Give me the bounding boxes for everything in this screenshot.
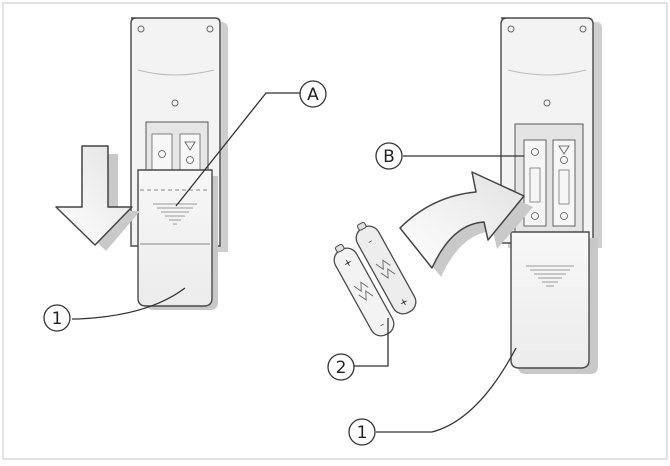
label-B: B bbox=[383, 147, 395, 167]
insert-arrow bbox=[399, 171, 533, 277]
battery-slot bbox=[523, 139, 547, 227]
screw-hole bbox=[206, 25, 214, 33]
battery: – + bbox=[355, 221, 417, 315]
screw-hole bbox=[543, 99, 551, 107]
callout-1-left: 1 bbox=[43, 287, 186, 332]
label-2: 2 bbox=[336, 358, 347, 378]
battery-minus-mark: – bbox=[366, 236, 375, 247]
battery: + – bbox=[333, 243, 395, 337]
label-A: A bbox=[307, 85, 319, 105]
battery-slot bbox=[552, 139, 576, 227]
battery-minus-mark: – bbox=[378, 320, 387, 331]
label-1-right: 1 bbox=[357, 423, 368, 443]
screw-hole bbox=[579, 25, 587, 33]
screw-hole bbox=[137, 25, 145, 33]
aaa-batteries: – + + – bbox=[333, 221, 417, 337]
screw-hole bbox=[171, 99, 179, 107]
right-battery-cover bbox=[510, 231, 598, 374]
callout-1-right: 1 bbox=[348, 347, 517, 446]
right-remote bbox=[500, 17, 602, 248]
left-battery-cover bbox=[137, 169, 218, 310]
callout-B: B bbox=[375, 142, 524, 170]
screw-hole bbox=[507, 25, 515, 33]
label-1-left: 1 bbox=[52, 309, 63, 329]
callout-A: A bbox=[175, 80, 327, 207]
callout-2: 2 bbox=[327, 318, 389, 381]
slide-down-arrow bbox=[55, 145, 140, 251]
